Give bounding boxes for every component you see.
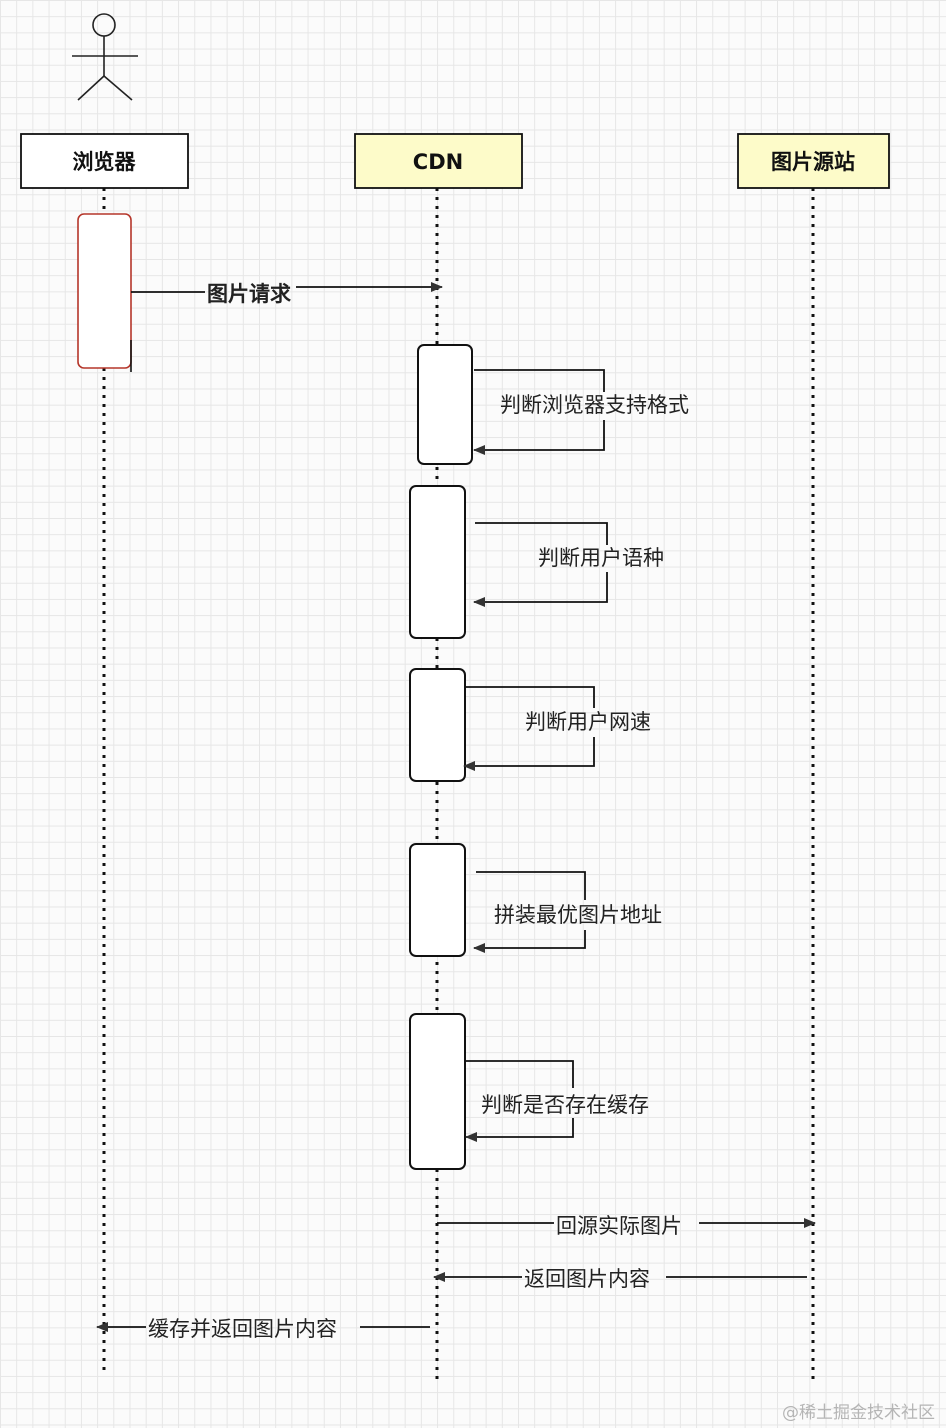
message-label: 回源实际图片 — [556, 1214, 682, 1238]
self-message-assemble-url: 拼装最优图片地址 — [473, 871, 662, 953]
participant-cdn[interactable]: CDN — [354, 133, 523, 189]
self-message-check-network: 判断用户网速 — [463, 686, 651, 771]
message-label: 图片请求 — [207, 282, 291, 306]
self-message-check-language: 判断用户语种 — [473, 522, 664, 607]
message-cache-and-return: 缓存并返回图片内容 — [96, 1317, 430, 1341]
activation-cdn-2[interactable] — [409, 485, 466, 639]
message-label: 判断用户语种 — [538, 546, 664, 570]
message-label: 返回图片内容 — [524, 1267, 650, 1291]
message-fetch-origin: 回源实际图片 — [437, 1214, 816, 1238]
self-message-check-format: 判断浏览器支持格式 — [473, 369, 689, 455]
actor-icon — [72, 13, 138, 101]
message-image-request: 图片请求 — [131, 282, 443, 306]
participant-origin-label: 图片源站 — [771, 150, 855, 174]
activation-cdn-1[interactable] — [417, 344, 473, 465]
message-label: 判断用户网速 — [525, 710, 651, 734]
watermark: @稀土掘金技术社区 — [782, 1403, 935, 1423]
message-label: 缓存并返回图片内容 — [148, 1317, 337, 1341]
activation-browser[interactable] — [77, 213, 132, 369]
message-label: 判断是否存在缓存 — [481, 1093, 649, 1117]
self-message-check-cache: 判断是否存在缓存 — [465, 1060, 649, 1142]
activation-cdn-4[interactable] — [409, 843, 466, 957]
activation-cdn-5[interactable] — [409, 1013, 466, 1170]
message-label: 拼装最优图片地址 — [494, 903, 662, 927]
message-label: 判断浏览器支持格式 — [500, 393, 689, 417]
participant-cdn-label: CDN — [413, 150, 463, 174]
message-return-content: 返回图片内容 — [433, 1267, 807, 1291]
participant-origin[interactable]: 图片源站 — [737, 133, 890, 189]
activation-cdn-3[interactable] — [409, 668, 466, 782]
participant-browser-label: 浏览器 — [73, 150, 137, 174]
participant-browser[interactable]: 浏览器 — [20, 133, 189, 189]
